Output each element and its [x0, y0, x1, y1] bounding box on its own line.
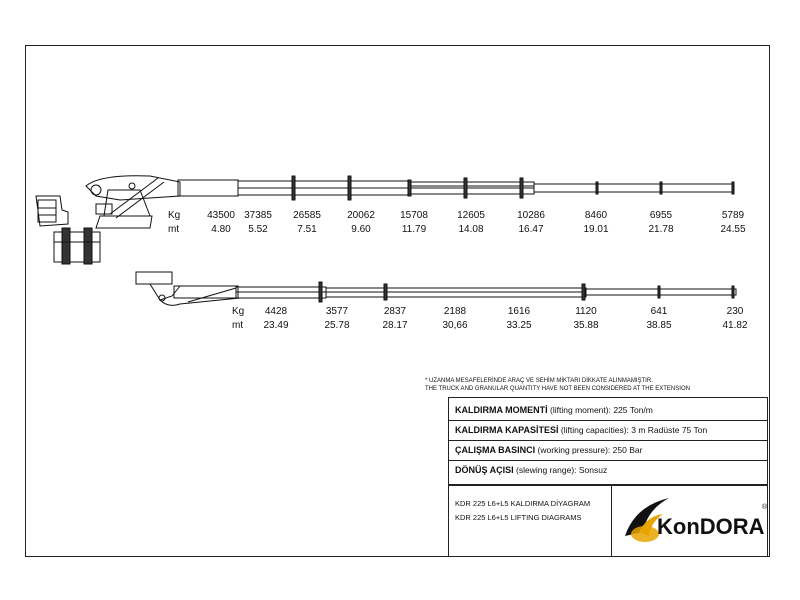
- title-tr: KDR 225 L6+L5 KALDIRMA DİYAGRAM: [455, 499, 591, 508]
- kondora-logo: KonDORA ®: [617, 492, 768, 552]
- kg-value: 1616: [507, 306, 531, 317]
- kg-value: 4428: [264, 306, 288, 317]
- kg-value: 641: [650, 306, 668, 317]
- drawing-sheet-border: [25, 45, 770, 557]
- mt-value: 24.55: [720, 224, 746, 235]
- logo-wordmark: KonDORA: [657, 514, 765, 539]
- mt-value: 14.08: [458, 224, 484, 235]
- mt-row-label-2: mt: [232, 320, 244, 331]
- mt-value: 30,66: [442, 320, 468, 331]
- registered-mark: ®: [762, 504, 768, 511]
- kg-value: 8460: [584, 210, 608, 221]
- kg-value: 15708: [400, 210, 428, 221]
- mt-value: 38.85: [646, 320, 672, 331]
- kg-row-label-2: Kg: [232, 306, 245, 317]
- spec-value: (working pressure): 250 Bar: [537, 445, 643, 455]
- mt-value: 16.47: [518, 224, 544, 235]
- divider: [449, 420, 767, 421]
- spec-label: KALDIRMA MOMENTİ: [455, 405, 548, 415]
- note-tr: * UZANMA MESAFELERİNDE ARAÇ VE SEHİM MİK…: [425, 378, 653, 384]
- title-en: KDR 225 L6+L5 LIFTING DIAGRAMS: [455, 513, 582, 522]
- divider: [449, 460, 767, 461]
- mt-value: 28.17: [382, 320, 408, 331]
- note-en: THE TRUCK AND GRANULAR QUANTITY HAVE NOT…: [425, 386, 690, 392]
- spec-value: (lifting moment): 225 Ton/m: [550, 405, 653, 415]
- mt-value: 9.60: [351, 224, 371, 235]
- mt-value: 23.49: [263, 320, 289, 331]
- spec-label: DÖNÜŞ AÇISI: [455, 465, 514, 475]
- spec-box: KALDIRMA MOMENTİ (lifting moment): 225 T…: [448, 397, 768, 485]
- spec-slewing-range: DÖNÜŞ AÇISI (slewing range): Sonsuz: [455, 465, 607, 475]
- mt-value: 35.88: [573, 320, 599, 331]
- kg-value: 3577: [325, 306, 349, 317]
- mt-value: 11.79: [401, 224, 427, 235]
- spec-lifting-moment: KALDIRMA MOMENTİ (lifting moment): 225 T…: [455, 405, 653, 415]
- mt-value: 25.78: [324, 320, 350, 331]
- spec-value: (slewing range): Sonsuz: [516, 465, 608, 475]
- mt-value: 41.82: [722, 320, 748, 331]
- title-block: KDR 225 L6+L5 KALDIRMA DİYAGRAM KDR 225 …: [448, 485, 768, 557]
- kg-value: 26585: [293, 210, 321, 221]
- mt-value: 21.78: [648, 224, 674, 235]
- divider: [611, 486, 612, 556]
- kg-value: 6955: [649, 210, 673, 221]
- mt-value: 33.25: [506, 320, 532, 331]
- kg-value: 230: [726, 306, 744, 317]
- mt-value: 19.01: [583, 224, 609, 235]
- divider: [449, 440, 767, 441]
- kg-value: 12605: [457, 210, 485, 221]
- kg-value: 2188: [443, 306, 467, 317]
- mt-value: 4.80: [211, 224, 231, 235]
- kg-value: 43500: [207, 210, 235, 221]
- kg-value: 5789: [721, 210, 745, 221]
- spec-value: (lifting capacities): 3 m Radüste 75 Ton: [560, 425, 708, 435]
- mt-row-label-1: mt: [168, 224, 180, 235]
- spec-label: KALDIRMA KAPASİTESİ: [455, 425, 559, 435]
- spec-working-pressure: ÇALIŞMA BASINCI (working pressure): 250 …: [455, 445, 642, 455]
- spec-lifting-capacity: KALDIRMA KAPASİTESİ (lifting capacities)…: [455, 425, 707, 435]
- spec-label: ÇALIŞMA BASINCI: [455, 445, 536, 455]
- kg-value: 10286: [517, 210, 545, 221]
- condor-bird-icon: [625, 498, 669, 542]
- mt-value: 5.52: [248, 224, 268, 235]
- kg-row-label-1: Kg: [168, 210, 181, 221]
- kg-value: 37385: [244, 210, 272, 221]
- mt-value: 7.51: [297, 224, 317, 235]
- extension-notes: * UZANMA MESAFELERİNDE ARAÇ VE SEHİM MİK…: [425, 377, 690, 393]
- kg-value: 1120: [575, 306, 597, 317]
- kg-value: 2837: [383, 306, 407, 317]
- kg-value: 20062: [347, 210, 375, 221]
